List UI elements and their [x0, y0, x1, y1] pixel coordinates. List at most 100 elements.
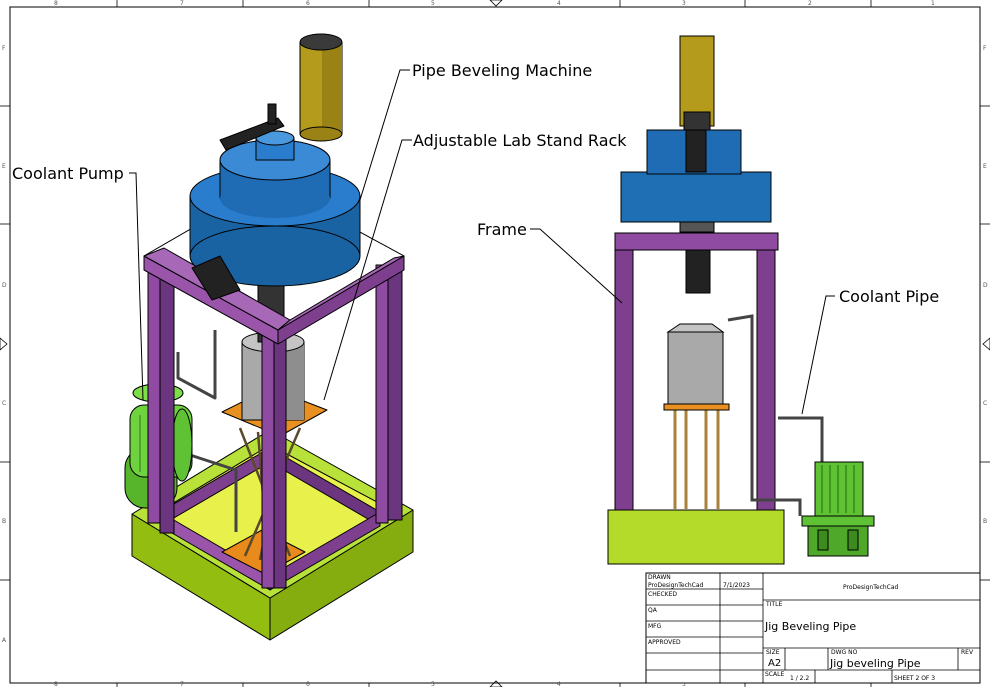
- side-pump-motor: [814, 461, 864, 517]
- side-pump-flange: [801, 515, 875, 527]
- tb-dwg-no: Jig beveling Pipe: [829, 657, 921, 670]
- side-pump-foot-right: [847, 529, 859, 551]
- side-machine-lower: [620, 171, 772, 223]
- tb-sheet: SHEET 2 OF 3: [894, 675, 935, 682]
- ruler-right-d: D: [983, 282, 988, 289]
- ruler-top-1: 1: [931, 0, 935, 7]
- side-pipe-cylinder-top: [666, 323, 725, 333]
- side-coolant-pipe-supply: [778, 416, 824, 464]
- title-block: DRAWN ProDesignTechCad 7/1/2023 CHECKED …: [645, 572, 981, 684]
- ruler-left-d: D: [2, 282, 7, 289]
- callout-coolant-pipe: Coolant Pipe: [839, 287, 939, 306]
- motor-iso-cap: [299, 33, 343, 51]
- frame-post-front: [261, 329, 275, 589]
- ruler-top-4: 4: [557, 0, 561, 7]
- frame-post-left: [147, 264, 161, 524]
- center-mark-right: [982, 337, 990, 351]
- ruler-bottom-5: 5: [431, 681, 435, 687]
- ruler-left-f: F: [2, 45, 6, 52]
- center-mark-bottom: [489, 680, 503, 687]
- ruler-left: F E D C B A: [2, 45, 7, 644]
- ruler-left-c: C: [2, 400, 6, 407]
- ruler-left-e: E: [2, 163, 6, 170]
- isometric-view: [124, 33, 414, 641]
- frame-post-right: [375, 264, 389, 524]
- machine-body-upper-base: [220, 178, 330, 218]
- ruler-right-f: F: [983, 45, 987, 52]
- motor-iso-shade: [322, 42, 342, 134]
- tb-drawn-date: 7/1/2023: [723, 582, 750, 589]
- ruler-right-b: B: [983, 518, 987, 525]
- ruler-right-c: C: [983, 400, 987, 407]
- ruler-top: 8 7 6 5 4 3 2 1: [54, 0, 935, 7]
- tb-title-label: TITLE: [765, 601, 782, 608]
- side-base-block: [607, 509, 785, 565]
- side-lab-stand-legs: [673, 410, 720, 509]
- ruler-bottom-3: 3: [682, 681, 686, 687]
- side-motor-mount: [683, 111, 711, 131]
- side-frame-post-right: [756, 249, 776, 511]
- ruler-top-5: 5: [431, 0, 435, 7]
- side-machine-shaft: [685, 129, 707, 173]
- tb-company: ProDesignTechCad: [843, 584, 899, 591]
- tb-approved-label: APPROVED: [648, 639, 681, 646]
- machine-handle-knob: [267, 103, 277, 125]
- tb-title: Jig Beveling Pipe: [764, 620, 856, 633]
- ruler-top-8: 8: [54, 0, 58, 7]
- frame-post-front-side: [273, 329, 287, 589]
- callout-adjustable-lab-stand-rack: Adjustable Lab Stand Rack: [413, 131, 627, 150]
- side-pump-fins: [821, 465, 855, 513]
- tb-scale-label: SCALE: [765, 671, 784, 678]
- ruler-bottom-6: 6: [306, 681, 310, 687]
- coolant-pipe-iso-upper: [176, 330, 217, 400]
- ruler-bottom-8: 8: [54, 681, 58, 687]
- ruler-left-a: A: [2, 637, 7, 644]
- side-machine-collar: [679, 221, 715, 233]
- ruler-top-2: 2: [808, 0, 812, 7]
- callout-pipe-beveling-machine: Pipe Beveling Machine: [412, 61, 592, 80]
- center-mark-left: [0, 337, 8, 351]
- leader-frame: [530, 228, 623, 304]
- callout-frame: Frame: [477, 220, 527, 239]
- title-block-frame: [645, 572, 981, 684]
- side-view: [607, 35, 875, 565]
- tb-drawn-label: DRAWN: [648, 574, 671, 581]
- frame-post-right-side: [387, 267, 403, 521]
- tb-checked-label: CHECKED: [648, 591, 677, 598]
- tb-scale: 1 / 2.2: [790, 675, 809, 682]
- pump-motor-end: [171, 408, 193, 482]
- tb-qa-label: QA: [648, 607, 658, 614]
- ruler-bottom-7: 7: [180, 681, 184, 687]
- ruler-right-e: E: [983, 163, 987, 170]
- tb-size: A2: [768, 658, 781, 669]
- coolant-pipe-iso-lower: [189, 453, 238, 532]
- side-frame-post-left: [614, 249, 634, 511]
- ruler-bottom: 8 7 6 5 4 3: [54, 681, 686, 687]
- ruler-top-6: 6: [306, 0, 310, 7]
- side-pump-foot-left: [817, 529, 829, 551]
- side-pipe-cylinder: [667, 331, 724, 405]
- title-block-grid: [646, 573, 980, 683]
- machine-bracket: [191, 255, 241, 301]
- side-spindle-lower: [685, 249, 711, 294]
- sheet-border: [9, 6, 981, 684]
- leader-lab-stand: [323, 139, 412, 401]
- side-lab-stand-plate: [663, 403, 730, 411]
- leader-pipe-beveling-machine: [359, 69, 410, 201]
- machine-handle-arm: [219, 117, 285, 151]
- leader-coolant-pump: [129, 172, 144, 401]
- tb-size-label: SIZE: [766, 649, 780, 656]
- tb-drawn-by: ProDesignTechCad: [648, 582, 704, 589]
- center-mark-top: [489, 0, 503, 7]
- leader-lines: [129, 69, 835, 415]
- side-frame-top-beam: [614, 232, 779, 251]
- frame-post-left-side: [159, 274, 175, 534]
- side-coolant-pipe-return: [727, 314, 802, 516]
- ruler-left-b: B: [2, 518, 6, 525]
- ruler-bottom-4: 4: [557, 681, 561, 687]
- tb-dwg-no-label: DWG NO: [831, 649, 858, 656]
- ruler-right: F E D C B: [983, 45, 988, 525]
